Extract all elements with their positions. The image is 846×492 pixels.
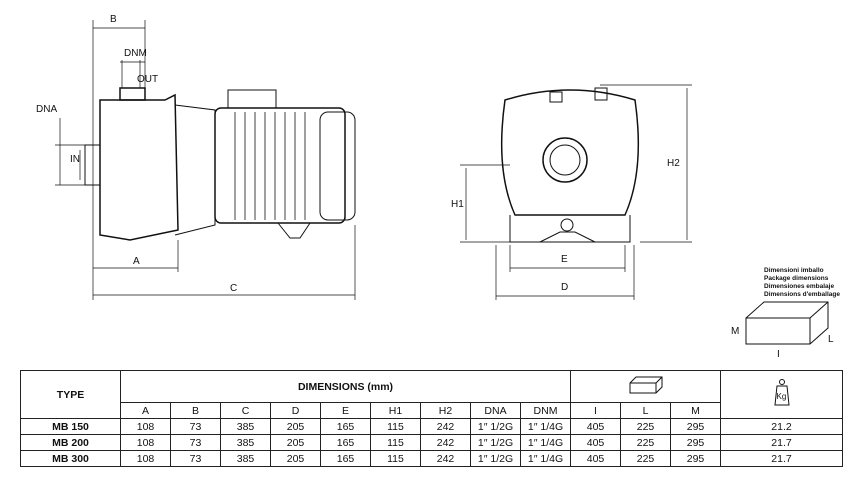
column-header-m: M [670,402,721,419]
value-cell-dnm: 1″ 1/4G [520,450,571,467]
value-cell-d: 205 [270,450,321,467]
value-cell-l: 225 [620,450,671,467]
dim-label-dna: DNA [36,104,57,115]
value-cell-h2: 242 [420,418,471,435]
weight-cell: 21.7 [720,450,843,467]
dim-label-c: C [230,283,237,294]
column-header-h1: H1 [370,402,421,419]
value-cell-b: 73 [170,434,221,451]
value-cell-h1: 115 [370,434,421,451]
type-cell: MB 150 [20,418,121,435]
package-diagram: Dimensioni imballo Package dimensions Di… [731,267,840,360]
weight-header: Kg [720,370,843,419]
value-cell-c: 385 [220,434,271,451]
value-cell-i: 405 [570,434,621,451]
type-cell: MB 300 [20,450,121,467]
value-cell-h1: 115 [370,450,421,467]
dim-label-a: A [133,256,140,267]
dim-label-e: E [561,254,568,265]
type-header: TYPE [20,370,121,419]
weight-cell: 21.2 [720,418,843,435]
value-cell-dna: 1″ 1/2G [470,418,521,435]
value-cell-i: 405 [570,450,621,467]
value-cell-h2: 242 [420,434,471,451]
value-cell-h2: 242 [420,450,471,467]
column-header-dnm: DNM [520,402,571,419]
value-cell-dnm: 1″ 1/4G [520,434,571,451]
value-cell-l: 225 [620,418,671,435]
column-header-l: L [620,402,671,419]
column-header-dna: DNA [470,402,521,419]
value-cell-b: 73 [170,450,221,467]
package-label-l: L [828,334,834,345]
value-cell-a: 108 [120,434,171,451]
package-caption-en: Package dimensions [764,275,829,282]
technical-drawing: B DNM OUT DNA IN A C H1 H2 E D Dimension… [36,14,840,360]
value-cell-d: 205 [270,434,321,451]
value-cell-a: 108 [120,418,171,435]
dimensions-header: DIMENSIONS (mm) [120,370,571,403]
value-cell-a: 108 [120,450,171,467]
value-cell-d: 205 [270,418,321,435]
dim-label-dnm: DNM [124,48,147,59]
weight-kg-icon: Kg [773,379,790,406]
column-header-a: A [120,402,171,419]
column-header-b: B [170,402,221,419]
column-header-i: I [570,402,621,419]
package-label-i: I [777,349,780,360]
package-label-m: M [731,326,739,337]
value-cell-c: 385 [220,418,271,435]
value-cell-e: 165 [320,450,371,467]
value-cell-l: 225 [620,434,671,451]
value-cell-e: 165 [320,434,371,451]
pump-front-view [500,87,640,243]
value-cell-c: 385 [220,450,271,467]
value-cell-b: 73 [170,418,221,435]
value-cell-e: 165 [320,418,371,435]
package-header [570,370,721,403]
label-out: OUT [137,74,158,85]
value-cell-m: 295 [670,434,721,451]
pump-side-view [84,87,356,241]
dim-label-d: D [561,282,568,293]
package-caption-fr: Dimensions d'emballage [764,291,840,298]
value-cell-m: 295 [670,450,721,467]
value-cell-dna: 1″ 1/2G [470,434,521,451]
label-in: IN [70,154,80,165]
type-cell: MB 200 [20,434,121,451]
value-cell-m: 295 [670,418,721,435]
package-caption-es: Dimensiones embalaje [764,283,834,290]
dim-label-h2: H2 [667,158,680,169]
column-header-h2: H2 [420,402,471,419]
box-icon [629,376,662,394]
column-header-c: C [220,402,271,419]
value-cell-h1: 115 [370,418,421,435]
value-cell-i: 405 [570,418,621,435]
column-header-d: D [270,402,321,419]
dim-label-h1: H1 [451,199,464,210]
svg-text:Kg: Kg [776,392,786,401]
weight-cell: 21.7 [720,434,843,451]
value-cell-dna: 1″ 1/2G [470,450,521,467]
package-caption-it: Dimensioni imballo [764,267,824,274]
dim-label-b: B [110,14,117,25]
value-cell-dnm: 1″ 1/4G [520,418,571,435]
column-header-e: E [320,402,371,419]
